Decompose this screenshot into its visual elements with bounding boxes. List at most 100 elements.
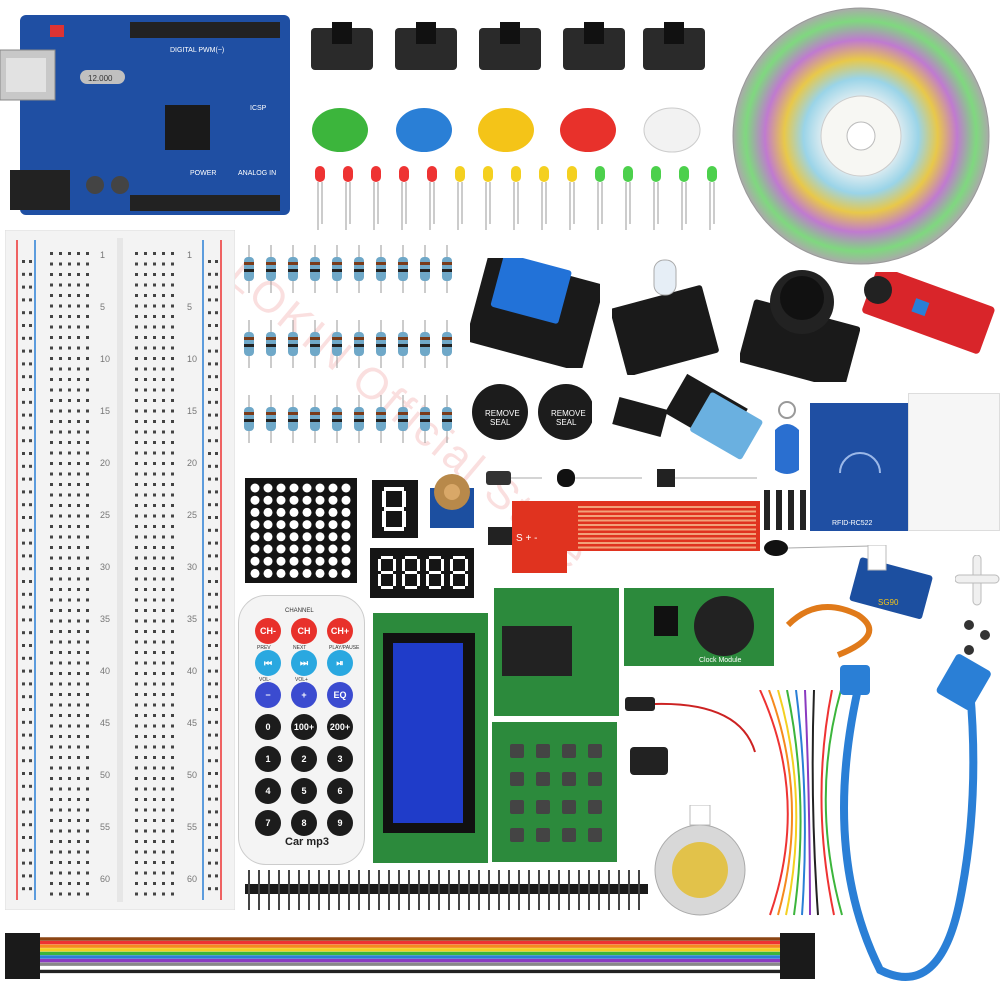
remote-key: EQ xyxy=(327,682,353,708)
svg-text:20: 20 xyxy=(100,458,110,468)
remote-key: CH+ xyxy=(327,618,353,644)
pin-headers-and-led xyxy=(764,490,871,556)
tactile-switches xyxy=(305,22,725,82)
remote-key: 3 xyxy=(327,746,353,772)
remote-key: ⏯ xyxy=(327,650,353,676)
seven-segment-single xyxy=(372,480,418,538)
resistors xyxy=(244,245,452,443)
led-dot-matrix xyxy=(245,478,357,583)
remote-key: 6 xyxy=(327,778,353,804)
remote-key: 8 xyxy=(291,810,317,836)
water-level-sensor: S + - xyxy=(488,501,760,573)
remote-key: − xyxy=(255,682,281,708)
remote-key: ⏮ xyxy=(255,650,281,676)
svg-text:25: 25 xyxy=(100,510,110,520)
rtc-label: Clock Module xyxy=(699,657,742,664)
svg-text:55: 55 xyxy=(187,822,197,832)
svg-text:50: 50 xyxy=(187,770,197,780)
dc-jack-and-battery-clip xyxy=(625,697,756,775)
svg-text:25: 25 xyxy=(187,510,197,520)
remote-key: 100+ xyxy=(291,714,317,740)
dht11-sensor xyxy=(665,373,763,460)
rfid-card xyxy=(908,393,1000,531)
lcd-1602-display xyxy=(373,613,488,863)
svg-text:35: 35 xyxy=(100,614,110,624)
remote-key: 200+ xyxy=(327,714,353,740)
servo-motor: SG90 xyxy=(785,545,933,658)
cd-disc xyxy=(732,7,990,265)
svg-text:15: 15 xyxy=(187,406,197,416)
buzzer2-label-seal: SEAL xyxy=(556,418,577,427)
remote-row-label: NEXT xyxy=(293,645,307,651)
buzzers: REMOVE SEAL REMOVE SEAL xyxy=(472,384,592,440)
rfid-label: RFID-RC522 xyxy=(832,520,873,527)
svg-text:40: 40 xyxy=(187,666,197,676)
remote-row-label: PLAY/PAUSE xyxy=(329,645,360,651)
rfid-reader: RFID-RC522 xyxy=(810,403,908,531)
small-components xyxy=(486,469,757,487)
remote-vol-label: VOL+ xyxy=(295,677,308,683)
remote-key: 5 xyxy=(291,778,317,804)
jumper-wire-bundle xyxy=(759,690,843,916)
servo-horns-and-screws xyxy=(955,555,1000,655)
ir-led-module xyxy=(612,259,719,375)
svg-text:20: 20 xyxy=(187,458,197,468)
sound-sensor-module xyxy=(862,272,995,354)
remote-key: 2 xyxy=(291,746,317,772)
remote-brand: Car mp3 xyxy=(285,836,330,848)
four-digit-display xyxy=(370,548,474,598)
remote-key: 7 xyxy=(255,810,281,836)
remote-key: + xyxy=(291,682,317,708)
svg-text:60: 60 xyxy=(100,874,110,884)
remote-header: CHANNEL xyxy=(285,608,314,614)
power-silk: POWER xyxy=(190,170,216,177)
rtc-clock-module: Clock Module xyxy=(624,588,774,666)
svg-text:60: 60 xyxy=(187,874,197,884)
servo-label: SG90 xyxy=(878,598,899,607)
svg-text:55: 55 xyxy=(100,822,110,832)
buzzer1-label-seal: SEAL xyxy=(490,418,511,427)
water-sensor-pins: S + - xyxy=(516,533,537,544)
remote-key: 1 xyxy=(255,746,281,772)
ic-chip xyxy=(612,397,668,437)
svg-text:35: 35 xyxy=(187,614,197,624)
usb-cable xyxy=(840,654,991,981)
svg-text:50: 50 xyxy=(100,770,110,780)
stepper-motor xyxy=(654,805,746,916)
svg-text:30: 30 xyxy=(100,562,110,572)
remote-key: 4 xyxy=(255,778,281,804)
icsp-silk: ICSP xyxy=(250,105,267,112)
svg-text:1: 1 xyxy=(187,250,192,260)
buzzer1-label-remove: REMOVE xyxy=(485,409,520,418)
matrix-keypad-4x4 xyxy=(492,722,617,862)
svg-text:15: 15 xyxy=(100,406,110,416)
remote-key: 0 xyxy=(255,714,281,740)
relay-module xyxy=(470,258,600,368)
remote-key: 9 xyxy=(327,810,353,836)
button-caps xyxy=(312,107,701,153)
analog-silk: ANALOG IN xyxy=(238,170,276,177)
svg-text:10: 10 xyxy=(187,354,197,364)
svg-text:45: 45 xyxy=(100,718,110,728)
svg-text:30: 30 xyxy=(187,562,197,572)
remote-row-label: PREV xyxy=(257,645,271,651)
led-shift-module xyxy=(494,588,619,716)
svg-text:40: 40 xyxy=(100,666,110,676)
remote-vol-label: VOL- xyxy=(259,677,271,683)
digital-silk: DIGITAL PWM(~) xyxy=(170,47,224,54)
rainbow-dupont-cable xyxy=(5,933,815,979)
svg-text:5: 5 xyxy=(100,302,105,312)
remote-key: CH- xyxy=(255,618,281,644)
svg-text:5: 5 xyxy=(187,302,192,312)
buzzer2-label-remove: REMOVE xyxy=(551,409,586,418)
leds xyxy=(315,166,717,230)
joystick-module xyxy=(740,270,860,382)
crystal-label: 12.000 xyxy=(88,74,113,83)
svg-text:45: 45 xyxy=(187,718,197,728)
potentiometer xyxy=(430,474,474,528)
remote-key: CH xyxy=(291,618,317,644)
rfid-tag xyxy=(775,401,799,474)
pin-header-strip xyxy=(245,870,648,910)
